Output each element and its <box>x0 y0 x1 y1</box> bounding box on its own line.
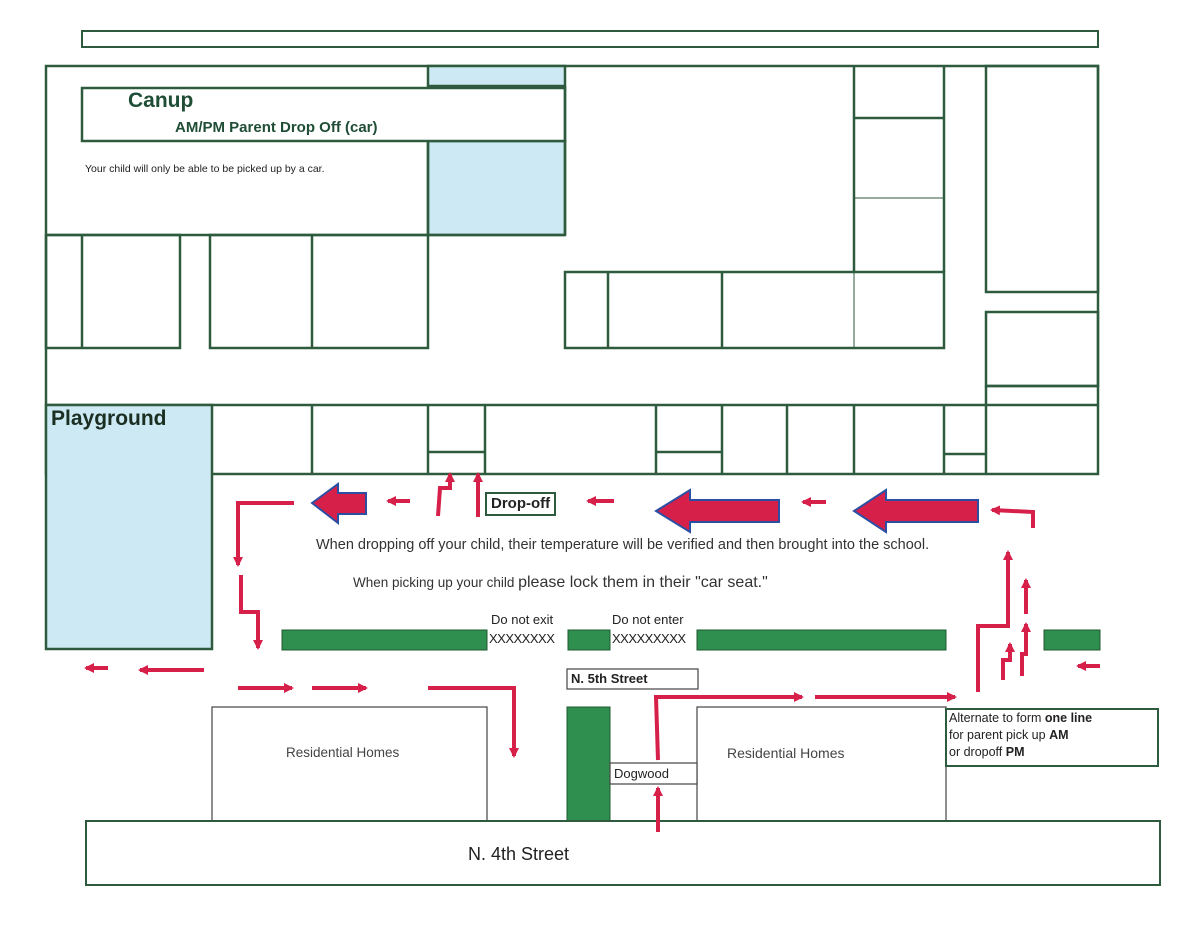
alternate-line-2: for parent pick up AM <box>949 728 1069 742</box>
instruction-pickup: When picking up your child please lock t… <box>353 574 768 592</box>
dropoff-label: Drop-off <box>485 492 557 516</box>
big-arrow-left <box>310 482 367 526</box>
notice-text: Your child will only be able to be picke… <box>85 163 325 175</box>
blue-courtyard-top <box>426 64 567 88</box>
n4th-street-label: N. 4th Street <box>468 844 570 864</box>
instruction-dropoff: When dropping off your child, their temp… <box>316 537 930 553</box>
n4th-street <box>85 820 1161 886</box>
do-not-exit-label: Do not exit <box>491 612 554 627</box>
n5th-street-box <box>566 668 699 690</box>
barriers <box>281 629 1101 822</box>
big-arrow-right <box>852 488 979 534</box>
playground-area <box>44 403 214 651</box>
dogwood-box <box>609 762 698 785</box>
n5th-street-label: N. 5th Street <box>571 671 648 686</box>
instruction-pickup-prefix: When picking up your child <box>353 575 519 590</box>
alternate-box <box>945 708 1159 767</box>
title-box <box>80 86 567 143</box>
page-title: Canup <box>128 89 194 112</box>
school-building <box>44 64 1100 476</box>
residential-homes-left-label: Residential Homes <box>286 745 400 760</box>
do-not-enter-label: Do not enter <box>612 612 684 627</box>
big-arrows <box>310 482 979 534</box>
blue-courtyard <box>426 139 567 237</box>
x-marks-right: XXXXXXXXX <box>612 631 686 646</box>
dogwood-label: Dogwood <box>614 766 669 781</box>
big-arrow-mid <box>654 488 780 534</box>
alternate-note: Alternate to form one line for parent pi… <box>949 710 1092 761</box>
residential-homes-left <box>211 706 488 822</box>
alternate-line-1: Alternate to form one line <box>949 711 1093 725</box>
flow-arrows <box>84 472 1100 832</box>
residential-homes-right-label: Residential Homes <box>727 745 845 761</box>
alternate-line-3: or dropoff PM <box>949 745 1025 759</box>
x-marks-left: XXXXXXXX <box>489 631 555 646</box>
residential-homes-right <box>696 706 947 822</box>
playground-label: Playground <box>51 407 167 430</box>
top-strip <box>81 30 1099 48</box>
instruction-pickup-emphasis: please lock them in their "car seat." <box>518 574 768 591</box>
page-subtitle: AM/PM Parent Drop Off (car) <box>175 119 378 136</box>
